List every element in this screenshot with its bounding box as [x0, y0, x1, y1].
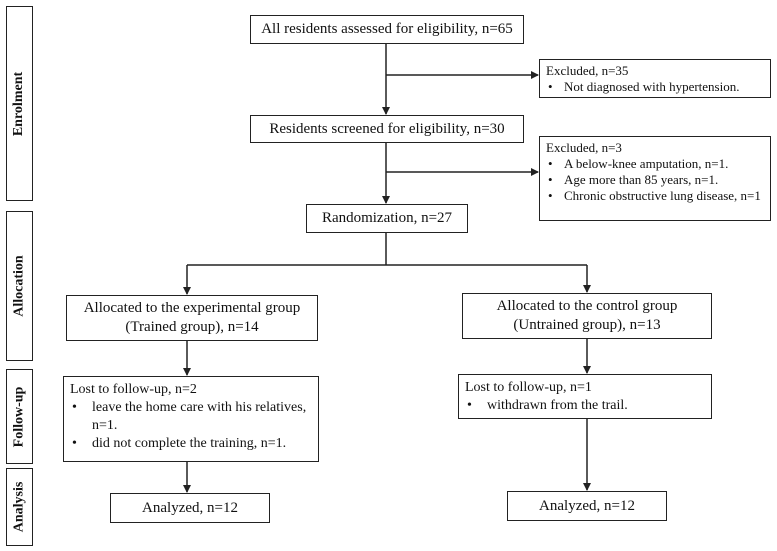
lost-followup-control-box: Lost to follow-up, n=1 withdrawn from th… [458, 374, 712, 419]
excluded-2-title: Excluded, n=3 [546, 140, 622, 155]
excluded-2-item: Age more than 85 years, n=1. [546, 172, 764, 188]
excluded-box-2: Excluded, n=3 A below-knee amputation, n… [539, 136, 771, 221]
lost-ctrl-list: withdrawn from the trail. [465, 397, 705, 415]
lost-ctrl-title: Lost to follow-up, n=1 [465, 380, 592, 395]
stage-analysis-label: Analysis [11, 481, 27, 533]
excluded-2-list: A below-knee amputation, n=1. Age more t… [546, 156, 764, 204]
stage-enrolment-label: Enrolment [11, 71, 27, 136]
randomization-text: Randomization, n=27 [321, 210, 453, 226]
lost-exp-item: leave the home care with his relatives, … [70, 399, 312, 435]
lost-exp-list: leave the home care with his relatives, … [70, 399, 312, 453]
stage-followup: Follow-up [6, 369, 33, 464]
control-line-1: Allocated to the control group [496, 298, 678, 314]
stage-enrolment: Enrolment [6, 6, 33, 201]
randomization-box: Randomization, n=27 [306, 204, 468, 233]
analyzed-control-box: Analyzed, n=12 [507, 491, 667, 521]
lost-exp-item: did not complete the training, n=1. [70, 435, 312, 453]
stage-allocation-label: Allocation [11, 255, 27, 317]
stage-allocation: Allocation [6, 211, 33, 361]
analyzed-experimental-box: Analyzed, n=12 [110, 493, 270, 523]
assessed-text: All residents assessed for eligibility, … [261, 21, 513, 37]
excluded-1-item: Not diagnosed with hypertension. [546, 79, 764, 95]
analyzed-exp-text: Analyzed, n=12 [142, 499, 238, 516]
screened-text: Residents screened for eligibility, n=30 [269, 120, 505, 137]
excluded-1-title: Excluded, n=35 [546, 63, 629, 78]
lost-exp-title: Lost to follow-up, n=2 [70, 382, 197, 397]
experimental-group-box: Allocated to the experimental group (Tra… [66, 295, 318, 341]
experimental-line-2: (Trained group), n=14 [125, 319, 259, 335]
excluded-2-item: A below-knee amputation, n=1. [546, 156, 764, 172]
stage-followup-label: Follow-up [11, 386, 27, 447]
analyzed-ctrl-text: Analyzed, n=12 [539, 497, 635, 514]
experimental-line-1: Allocated to the experimental group [83, 300, 301, 316]
assessed-box: All residents assessed for eligibility, … [250, 15, 524, 44]
stage-analysis: Analysis [6, 468, 33, 546]
screened-box: Residents screened for eligibility, n=30 [250, 115, 524, 143]
excluded-box-1: Excluded, n=35 Not diagnosed with hypert… [539, 59, 771, 98]
lost-ctrl-item: withdrawn from the trail. [465, 397, 705, 415]
lost-followup-experimental-box: Lost to follow-up, n=2 leave the home ca… [63, 376, 319, 462]
excluded-2-item: Chronic obstructive lung disease, n=1 [546, 188, 764, 204]
control-group-box: Allocated to the control group (Untraine… [462, 293, 712, 339]
excluded-1-list: Not diagnosed with hypertension. [546, 79, 764, 95]
control-line-2: (Untrained group), n=13 [513, 317, 661, 333]
